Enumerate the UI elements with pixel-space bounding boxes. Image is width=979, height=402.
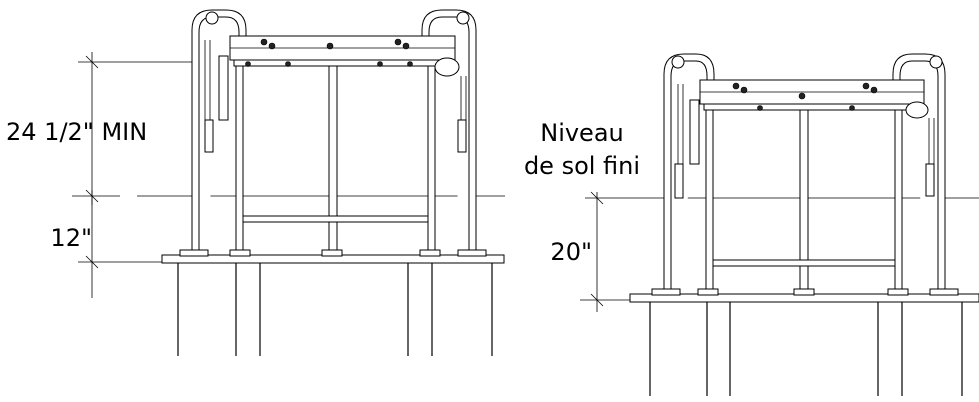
right-unit xyxy=(580,53,979,396)
dimension-label-12: 12" xyxy=(50,224,92,252)
crossbar xyxy=(242,215,429,223)
anchors-left xyxy=(177,263,493,356)
right-crossbar xyxy=(712,259,896,267)
right-unit-chains xyxy=(674,84,935,199)
right-post-inner xyxy=(428,16,470,258)
right-chain xyxy=(457,76,467,153)
left-unit xyxy=(72,9,505,356)
dimension-24-5 xyxy=(72,52,250,205)
left-chain xyxy=(204,40,229,153)
dimension-12 xyxy=(78,190,165,298)
left-post-inner xyxy=(198,16,240,258)
dimension-20 xyxy=(580,191,660,312)
anchors-right xyxy=(649,302,963,396)
grade-label-line1: Niveau xyxy=(540,119,624,147)
dimension-label-20: 20" xyxy=(550,238,592,266)
grade-label-line2: de sol fini xyxy=(524,152,640,180)
dimension-label-24-5-min: 24 1/2" MIN xyxy=(6,118,147,146)
